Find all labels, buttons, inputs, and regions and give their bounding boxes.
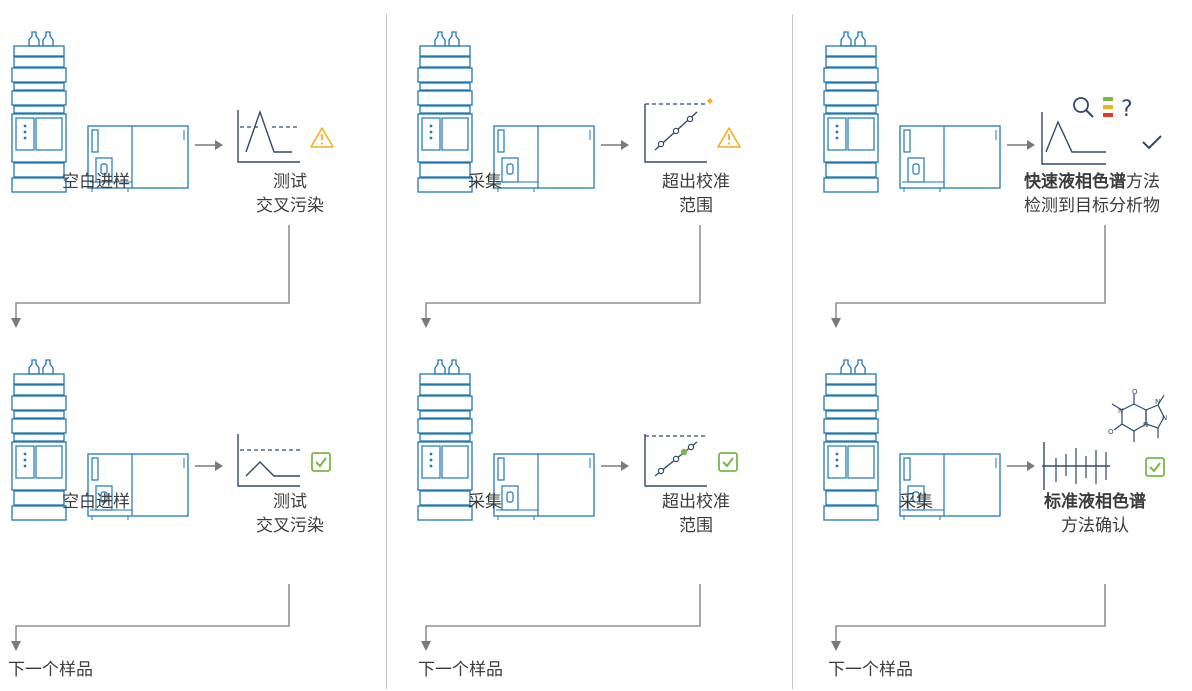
step-label: 采集 [899, 492, 933, 512]
next-sample-label: 下一个样品 [828, 660, 913, 680]
step-label-line1: 快速液相色谱方法 [1012, 170, 1172, 194]
method-label-rest: 方法 [1126, 172, 1160, 192]
check-box-icon [1145, 457, 1165, 477]
step-label: 采集 [468, 492, 502, 512]
right-arrow-icon [194, 460, 224, 472]
step-label-line1: 超出校准 [662, 492, 730, 512]
step-label: 空白进样 [62, 172, 130, 192]
step-label: 空白进样 [62, 492, 130, 512]
step-label-line1: 超出校准 [662, 172, 730, 192]
step-label: 采集 [468, 172, 502, 192]
right-arrow-icon [1006, 460, 1036, 472]
mass-spectrum-icon [1042, 442, 1110, 490]
method-name-bold: 标准液相色谱 [1044, 492, 1146, 512]
warning-icon [310, 127, 334, 148]
flow-connector [11, 584, 290, 651]
flow-connector [421, 584, 701, 651]
next-sample-label: 下一个样品 [8, 660, 93, 680]
right-arrow-icon [1006, 139, 1036, 151]
check-box-icon [718, 452, 738, 472]
level-bars-icon [1103, 97, 1113, 117]
caffeine-molecule-icon: O O N N N N [1108, 388, 1167, 442]
step-label-line2: 范围 [679, 196, 713, 216]
column-divider-2 [792, 14, 793, 689]
lc-instrument-icon [823, 31, 1001, 193]
right-arrow-icon [600, 460, 630, 472]
next-sample-label: 下一个样品 [418, 660, 503, 680]
chromatogram-clean-icon [237, 434, 300, 487]
step-label-line2: 交叉污染 [256, 196, 324, 216]
svg-text:N: N [1162, 414, 1167, 422]
svg-text:N: N [1118, 407, 1123, 415]
step-label-line1: 测试 [273, 492, 307, 512]
svg-text:O: O [1108, 428, 1114, 436]
chromatogram-crosscontam-icon [237, 109, 300, 163]
step-label-line2: 范围 [679, 516, 713, 536]
search-icon [1073, 97, 1094, 118]
question-icon: ? [1121, 97, 1133, 122]
step-label-line1: 测试 [273, 172, 307, 192]
check-mark-icon [1142, 135, 1162, 150]
svg-text:N: N [1155, 398, 1160, 406]
warning-icon [717, 127, 741, 148]
svg-text:?: ? [1121, 97, 1133, 122]
svg-text:N: N [1143, 421, 1148, 429]
step-label-line2: 方法确认 [1061, 516, 1129, 536]
svg-text:O: O [1132, 388, 1138, 396]
flow-connector [421, 225, 701, 328]
flow-connector [831, 584, 1106, 651]
chromatogram-fast-icon [1041, 112, 1106, 165]
column-divider-1 [386, 14, 387, 689]
calibration-curve-out-of-range-icon [644, 98, 713, 163]
calibration-curve-in-range-icon [644, 434, 707, 487]
right-arrow-icon [600, 139, 630, 151]
step-label-line2: 交叉污染 [256, 516, 324, 536]
flow-connector [11, 225, 290, 328]
flow-connector [831, 225, 1106, 328]
step-label-line2: 检测到目标分析物 [1024, 196, 1160, 216]
right-arrow-icon [194, 139, 224, 151]
check-box-icon [311, 452, 331, 472]
method-name-bold: 快速液相色谱 [1024, 172, 1126, 192]
step-label-line1: 标准液相色谱 [1020, 490, 1170, 514]
